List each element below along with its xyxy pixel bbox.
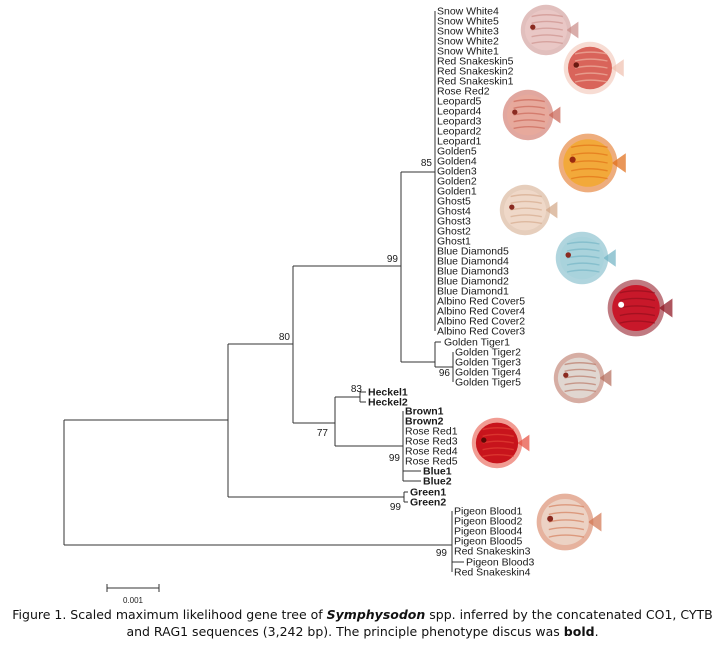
leaf-label: Pigeon Blood5 — [454, 536, 522, 548]
leaf-label: Blue Diamond2 — [437, 276, 509, 288]
leaf-label: Rose Red2 — [437, 86, 490, 98]
leaf-label: Blue1 — [423, 466, 452, 478]
leaf-label: Leopard2 — [437, 126, 482, 138]
support-96: 96 — [439, 368, 451, 379]
golden-tiger-discus-icon — [553, 352, 612, 404]
leaf-label: Green1 — [410, 487, 446, 499]
leaf-label: Golden Tiger2 — [455, 347, 521, 359]
scale-bar: 0.001 — [106, 584, 160, 605]
leaf-label: Red Snakeskin2 — [437, 66, 514, 78]
support-99-green: 99 — [390, 502, 402, 513]
leopard-discus-icon — [502, 89, 561, 141]
leaf-label: Golden4 — [437, 156, 477, 168]
leaf-label: Rose Red3 — [405, 436, 458, 448]
leaf-label: Ghost5 — [437, 196, 471, 208]
leaf-label: Golden Tiger3 — [455, 357, 521, 369]
red-snakeskin-discus-icon — [563, 41, 624, 95]
leaf-label: Rose Red4 — [405, 446, 458, 458]
golden-discus-icon — [558, 133, 626, 193]
caption-prefix: Figure 1. Scaled maximum likelihood gene… — [12, 607, 327, 622]
caption-bold: bold — [563, 624, 595, 639]
leaf-label: Red Snakeskin3 — [454, 546, 531, 558]
leaf-label: Red Snakeskin4 — [454, 567, 531, 579]
pigeon-blood-discus-icon — [536, 493, 602, 551]
leaf-label: Snow White5 — [437, 16, 499, 28]
support-99-upper: 99 — [387, 254, 399, 265]
rose-red-discus-icon — [471, 417, 530, 469]
leaf-label: Rose Red1 — [405, 426, 458, 438]
scale-bar-label: 0.001 — [123, 596, 144, 605]
leaf-label: Ghost2 — [437, 226, 471, 238]
leaf-label: Leopard4 — [437, 106, 482, 118]
leaf-label: Golden Tiger1 — [444, 337, 510, 349]
leaf-label: Golden3 — [437, 166, 477, 178]
leaf-label: Green2 — [410, 497, 446, 509]
leaf-label: Snow White2 — [437, 36, 499, 48]
blue-diamond-discus-icon — [555, 231, 616, 285]
ghost-discus-icon — [499, 184, 558, 236]
leaf-label: Snow White4 — [437, 6, 499, 18]
leaf-label: Golden Tiger5 — [455, 377, 521, 389]
leaf-label: Golden Tiger4 — [455, 367, 521, 379]
leaf-label: Rose Red5 — [405, 456, 458, 468]
support-83: 83 — [351, 384, 363, 395]
leaf-label: Heckel2 — [368, 397, 408, 409]
leaf-label: Pigeon Blood2 — [454, 516, 522, 528]
leaf-label: Blue2 — [423, 476, 452, 488]
snow-white-discus-icon — [520, 4, 579, 56]
leaf-label: Brown2 — [405, 416, 444, 428]
leaf-label: Albino Red Cover5 — [437, 296, 525, 308]
leaf-label: Snow White1 — [437, 46, 499, 58]
leaf-label: Ghost1 — [437, 236, 471, 248]
leaf-label: Heckel1 — [368, 387, 408, 399]
leaf-label: Pigeon Blood4 — [454, 526, 522, 538]
support-80: 80 — [279, 332, 291, 343]
leaf-label: Snow White3 — [437, 26, 499, 38]
leaf-label: Blue Diamond4 — [437, 256, 509, 268]
leaf-label: Pigeon Blood3 — [466, 557, 534, 569]
leaf-label: Blue Diamond3 — [437, 266, 509, 278]
leaf-label: Blue Diamond5 — [437, 246, 509, 258]
leaf-label: Ghost4 — [437, 206, 471, 218]
leaf-label: Leopard1 — [437, 136, 482, 148]
leaf-label: Red Snakeskin5 — [437, 56, 514, 68]
leaf-label: Blue Diamond1 — [437, 286, 509, 298]
leaf-label: Leopard5 — [437, 96, 482, 108]
leaf-label: Pigeon Blood1 — [454, 506, 522, 518]
leaf-label: Leopard3 — [437, 116, 482, 128]
support-85: 85 — [421, 158, 433, 169]
albino-red-cover-discus-icon — [607, 279, 673, 337]
support-99-rose: 99 — [389, 453, 401, 464]
leaf-label: Albino Red Cover3 — [437, 326, 525, 338]
caption-genus: Symphysodon — [326, 607, 426, 622]
figure-caption: Figure 1. Scaled maximum likelihood gene… — [0, 606, 725, 640]
support-99-pigeon: 99 — [436, 548, 448, 559]
leaf-label: Golden2 — [437, 176, 477, 188]
leaf-label: Albino Red Cover4 — [437, 306, 525, 318]
leaf-label: Brown1 — [405, 406, 444, 418]
leaf-label: Golden5 — [437, 146, 477, 158]
caption-end: . — [594, 624, 599, 639]
leaf-label: Golden1 — [437, 186, 477, 198]
caption-mid: spp. inferred by the concatenated CO1, C… — [126, 607, 713, 639]
leaf-label: Red Snakeskin1 — [437, 76, 514, 88]
leaf-label: Albino Red Cover2 — [437, 316, 525, 328]
leaf-label: Ghost3 — [437, 216, 471, 228]
support-77: 77 — [317, 428, 329, 439]
